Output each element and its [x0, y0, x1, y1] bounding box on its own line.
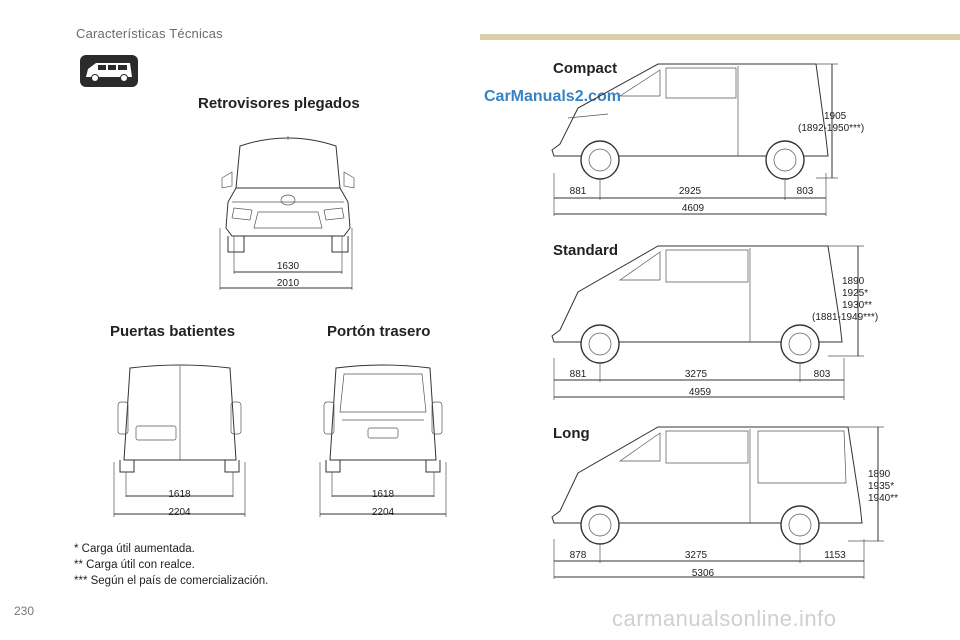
standard-title: Standard: [553, 242, 619, 259]
footnote-2: ** Carga útil con realce.: [74, 559, 195, 571]
long-side-drawing: [551, 426, 884, 579]
front-track-width: 1630: [276, 261, 300, 272]
footnote-3: *** Según el país de comercialización.: [74, 575, 269, 587]
compact-rear-overhang: 803: [796, 186, 814, 197]
rear-doors-title: Puertas batientes: [110, 323, 236, 340]
tailgate-overall-width: 2204: [371, 507, 395, 518]
tailgate-title: Portón trasero: [327, 323, 431, 340]
watermark-top: CarManuals2.com: [484, 88, 621, 105]
compact-height-line-1: 1905: [824, 111, 847, 122]
tailgate-drawing: [319, 364, 447, 517]
standard-height-line-2: 1925*: [842, 288, 869, 299]
header-accent-bar: [480, 34, 960, 40]
compact-height: 1905 (1892-1950***): [798, 111, 864, 135]
van-icon: [80, 55, 138, 87]
section-title: Características Técnicas: [76, 26, 223, 41]
standard-height-line-4: (1881-1949***): [812, 312, 879, 323]
watermark-bottom: carmanualsonline.info: [612, 606, 837, 631]
front-overall-width: 2010: [276, 278, 300, 289]
long-rear-overhang: 1153: [824, 550, 846, 561]
standard-height-line-3: 1930**: [842, 300, 873, 311]
compact-front-overhang: 881: [569, 186, 587, 197]
page-number: 230: [14, 604, 35, 618]
long-height: 1890 1935* 1940**: [868, 469, 898, 505]
long-front-overhang: 878: [569, 550, 587, 561]
standard-height-line-1: 1890: [842, 276, 865, 287]
compact-title: Compact: [553, 60, 618, 77]
compact-height-line-2: (1892-1950***): [798, 123, 865, 134]
footnotes: * Carga útil aumentada. ** Carga útil co…: [74, 541, 268, 589]
standard-side-drawing: [551, 245, 864, 400]
standard-wheelbase: 3275: [684, 369, 708, 380]
long-height-line-3: 1940**: [868, 493, 899, 504]
rear-doors-track-width: 1618: [168, 489, 191, 500]
tailgate-track-width: 1618: [371, 489, 395, 500]
front-view-drawing: [219, 136, 355, 290]
standard-length: 4959: [688, 387, 712, 398]
rear-doors-drawing: [113, 364, 246, 517]
compact-length: 4609: [681, 203, 705, 214]
compact-wheelbase: 2925: [678, 186, 702, 197]
long-height-line-1: 1890: [868, 469, 891, 480]
compact-side-drawing: [551, 63, 838, 216]
front-view-title: Retrovisores plegados: [198, 95, 360, 112]
long-length: 5306: [691, 568, 715, 579]
long-height-line-2: 1935*: [868, 481, 895, 492]
rear-doors-overall-width: 2204: [168, 507, 191, 518]
footnote-1: * Carga útil aumentada.: [74, 543, 195, 555]
standard-rear-overhang: 803: [813, 369, 831, 380]
standard-front-overhang: 881: [569, 369, 587, 380]
standard-height: 1890 1925* 1930** (1881-1949***): [812, 276, 878, 324]
long-title: Long: [553, 425, 590, 442]
long-wheelbase: 3275: [684, 550, 708, 561]
